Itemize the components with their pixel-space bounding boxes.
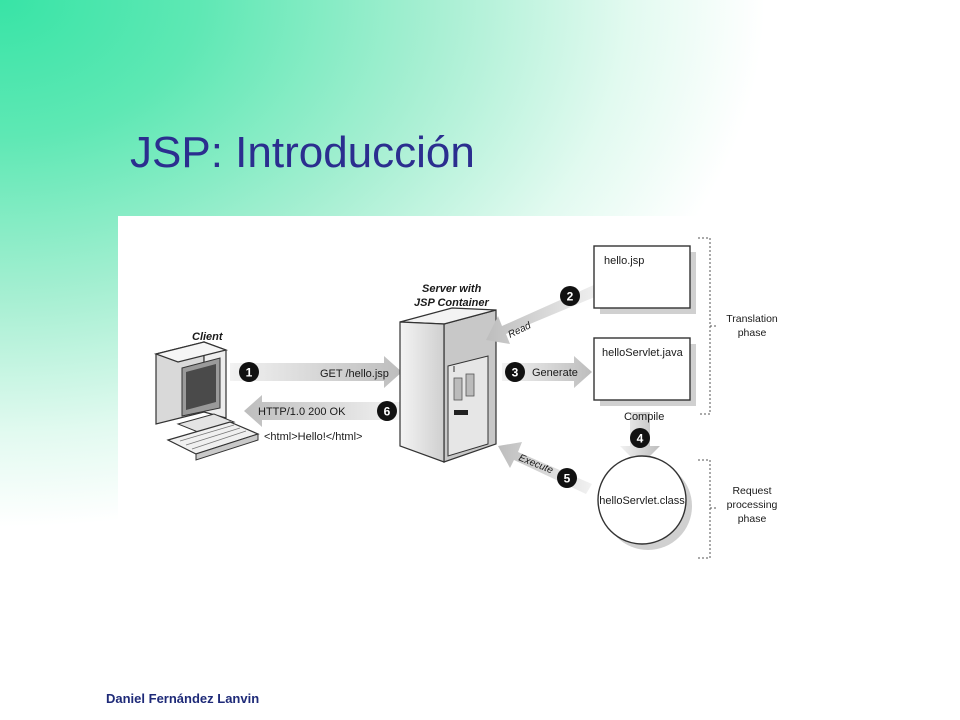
client-label: Client: [192, 331, 224, 343]
step-1-label: GET /hello.jsp: [320, 368, 389, 380]
response-arrow: 6 HTTP/1.0 200 OK <html>Hello!</html>: [244, 395, 400, 443]
execute-arrow: 5 Execute: [498, 442, 592, 494]
servlet-java-file: helloServlet.java: [593, 337, 696, 406]
response-body-text: <html>Hello!</html>: [264, 431, 362, 443]
slide-title: JSP: Introducción: [130, 128, 475, 177]
step-2-badge: 2: [567, 290, 574, 304]
server-label-line1: Server with: [422, 283, 482, 295]
step-5-label: Execute: [517, 453, 555, 477]
step-3-label: Generate: [532, 367, 578, 379]
request-phase-label-1: Request: [732, 485, 771, 497]
step-3-badge: 3: [512, 366, 519, 380]
client-computer-icon: [153, 341, 260, 461]
step-6-label: HTTP/1.0 200 OK: [258, 406, 346, 418]
step-4-label: Compile: [624, 411, 664, 423]
generate-arrow: 3 Generate: [502, 356, 592, 388]
step-6-badge: 6: [384, 405, 391, 419]
hello-jsp-label: hello.jsp: [604, 255, 644, 267]
request-arrow: 1 GET /hello.jsp: [230, 356, 402, 388]
step-4-badge: 4: [637, 432, 644, 446]
request-phase-label-2: processing: [727, 499, 778, 511]
step-5-badge: 5: [564, 472, 571, 486]
translation-phase-bracket: Translation phase: [698, 237, 778, 415]
server-label-line2: JSP Container: [414, 297, 489, 309]
server-icon: [399, 307, 497, 463]
request-phase-label-3: phase: [738, 513, 767, 525]
translation-phase-label-2: phase: [738, 327, 767, 339]
request-phase-bracket: Request processing phase: [698, 459, 778, 559]
servlet-java-label: helloServlet.java: [602, 347, 684, 359]
compile-arrow: 4 Compile: [620, 411, 664, 466]
translation-phase-label-1: Translation: [726, 313, 778, 325]
author-footer: Daniel Fernández Lanvin: [106, 691, 260, 706]
read-arrow: 2 Read: [486, 284, 602, 344]
hello-jsp-file: hello.jsp: [593, 245, 696, 314]
jsp-architecture-diagram: Client 1 GET /hello.jsp 6 HTTP/1.0 200 O…: [118, 216, 796, 578]
servlet-class-label: helloServlet.class: [599, 495, 685, 507]
step-1-badge: 1: [246, 366, 253, 380]
servlet-class-file: helloServlet.class: [597, 455, 692, 550]
